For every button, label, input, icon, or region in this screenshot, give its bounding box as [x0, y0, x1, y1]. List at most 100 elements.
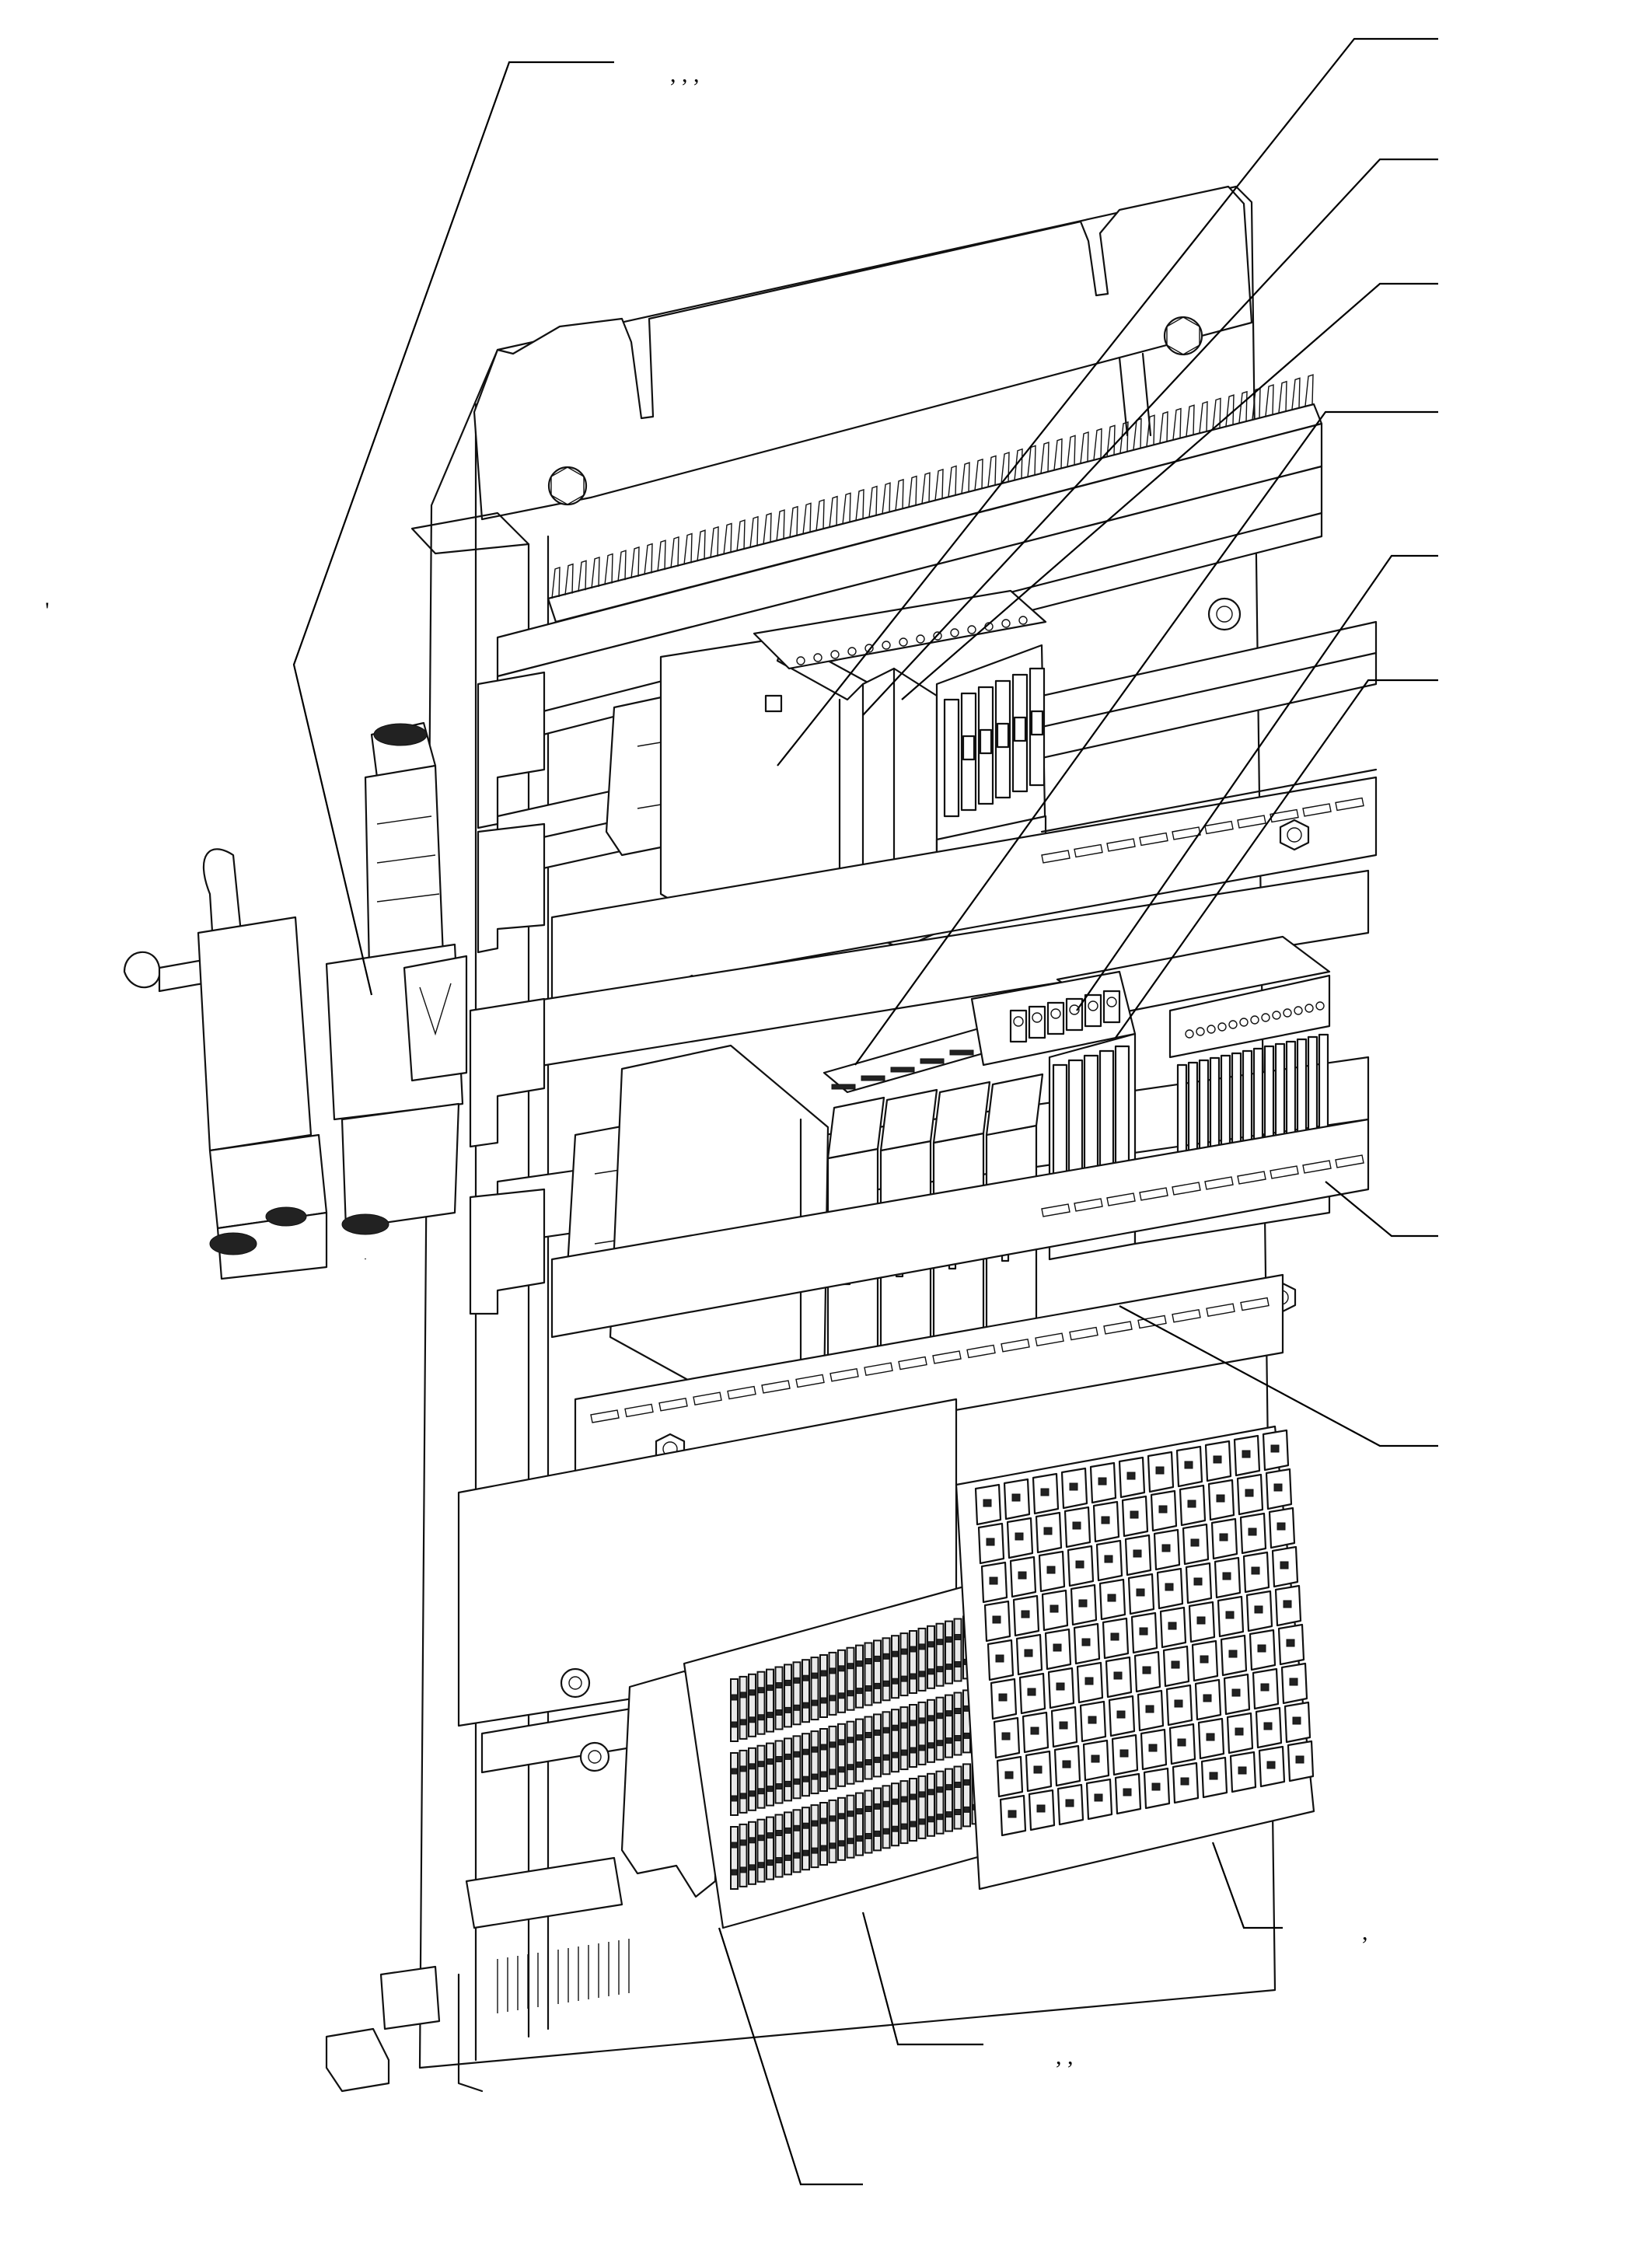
terminal-screw [883, 1800, 889, 1807]
terminal-screw [937, 1639, 943, 1646]
terminal-clamp [1040, 1488, 1050, 1496]
terminal-screw [963, 1732, 970, 1739]
duct-tooth [1172, 407, 1182, 440]
callout-mark-bottom-center: , , [1056, 2044, 1074, 2069]
duct-slot [1172, 1308, 1201, 1323]
terminal-screw [794, 1677, 800, 1684]
duct-tooth [882, 482, 891, 515]
terminal-screw [767, 1859, 774, 1866]
terminal-block [935, 1770, 945, 1835]
duct-slot [693, 1391, 722, 1406]
terminal-block [953, 1692, 962, 1756]
duct-tooth [683, 532, 693, 565]
terminal-screw [937, 1740, 943, 1747]
duct-slot [795, 1374, 825, 1388]
plate-bolt-left [547, 466, 588, 506]
terminal-clamp [1165, 1583, 1174, 1591]
terminal-screw [838, 1692, 845, 1699]
terminal-clamp [1270, 1444, 1280, 1453]
terminal-screw [740, 1692, 746, 1699]
duct-slot [761, 1380, 791, 1394]
duct-slot [658, 1397, 688, 1412]
terminal-screw [731, 1842, 738, 1849]
test-clip [996, 722, 1010, 749]
terminal-screw [865, 1806, 871, 1812]
terminal-screw [945, 1784, 952, 1791]
marker-hole [847, 647, 857, 656]
terminal-clamp [1056, 1682, 1065, 1691]
terminal-block [819, 1654, 828, 1718]
terminal-block [945, 1694, 953, 1758]
duct-tooth [842, 492, 851, 525]
terminal-clamp [1280, 1561, 1289, 1569]
terminal-screw [955, 1782, 961, 1788]
terminal-screw [767, 1685, 774, 1692]
terminal-block [935, 1622, 945, 1687]
duct-tooth [630, 546, 640, 578]
duct-slot [1103, 1321, 1133, 1335]
terminal-block [810, 1657, 819, 1721]
duct-tooth [591, 556, 600, 589]
marker-hole [1228, 1020, 1238, 1029]
terminal-screw [892, 1724, 899, 1731]
duct-tooth [1067, 435, 1076, 467]
marker-hole [864, 644, 874, 653]
terminal-clamp [1139, 1627, 1148, 1636]
terminal-clamp [1289, 1678, 1298, 1686]
terminal-screw [812, 1699, 818, 1706]
marker-hole [916, 634, 925, 644]
terminal-block [953, 1618, 962, 1682]
terminal-block [935, 1696, 945, 1761]
terminal-clamp [1069, 1482, 1078, 1491]
connector-pin-row [890, 1067, 915, 1073]
terminal-block [891, 1635, 899, 1699]
duct-slot [1237, 815, 1266, 829]
duct-tooth [551, 567, 561, 599]
terminal-block [873, 1713, 882, 1778]
terminal-clamp [1200, 1655, 1209, 1664]
terminal-block [873, 1639, 882, 1704]
terminal-screw [955, 1708, 961, 1714]
terminal-screw [865, 1685, 871, 1692]
relay-top-connector [826, 1096, 885, 1160]
terminal-block [766, 1816, 774, 1880]
terminal-screw [802, 1748, 809, 1755]
terminal-screw [820, 1771, 827, 1778]
terminal-clamp [1260, 1683, 1270, 1692]
terminal-screw [927, 1742, 934, 1749]
marker-hole [1185, 1029, 1194, 1039]
terminal-block [810, 1730, 819, 1795]
duct-tooth [895, 478, 904, 511]
terminal-screw [740, 1839, 746, 1846]
terminal-screw [838, 1840, 845, 1847]
terminal-block [828, 1651, 837, 1716]
terminal-block [730, 1752, 739, 1816]
terminal-block [730, 1678, 739, 1742]
duct-slot [1074, 843, 1103, 858]
terminal-screw [749, 1763, 756, 1770]
duct-slot [727, 1385, 756, 1400]
terminal-screw [919, 1671, 925, 1678]
terminal-block [873, 1787, 882, 1852]
terminal-screw [937, 1814, 943, 1821]
terminal-clamp [1286, 1639, 1295, 1647]
marker-hole [830, 650, 840, 659]
terminal-block [962, 1763, 971, 1828]
terminal-screw [758, 1862, 764, 1869]
terminal-clamp [1033, 1765, 1043, 1774]
duct-tooth [670, 536, 679, 568]
terminal-clamp [1142, 1666, 1151, 1674]
connector-pin-row [920, 1058, 945, 1064]
terminal-block [864, 1642, 873, 1706]
terminal-clamp [1145, 1705, 1154, 1713]
terminal-block [739, 1675, 748, 1740]
terminal-clamp [1110, 1632, 1119, 1641]
terminal-clamp [1101, 1516, 1110, 1524]
terminal-screw [794, 1852, 800, 1859]
terminal-screw [927, 1715, 934, 1722]
marker-hole [1207, 1025, 1216, 1034]
terminal-clamp [1222, 1572, 1231, 1580]
terminal-screw [758, 1761, 764, 1768]
duct-tooth [1199, 400, 1208, 433]
terminal-screw [919, 1818, 925, 1825]
